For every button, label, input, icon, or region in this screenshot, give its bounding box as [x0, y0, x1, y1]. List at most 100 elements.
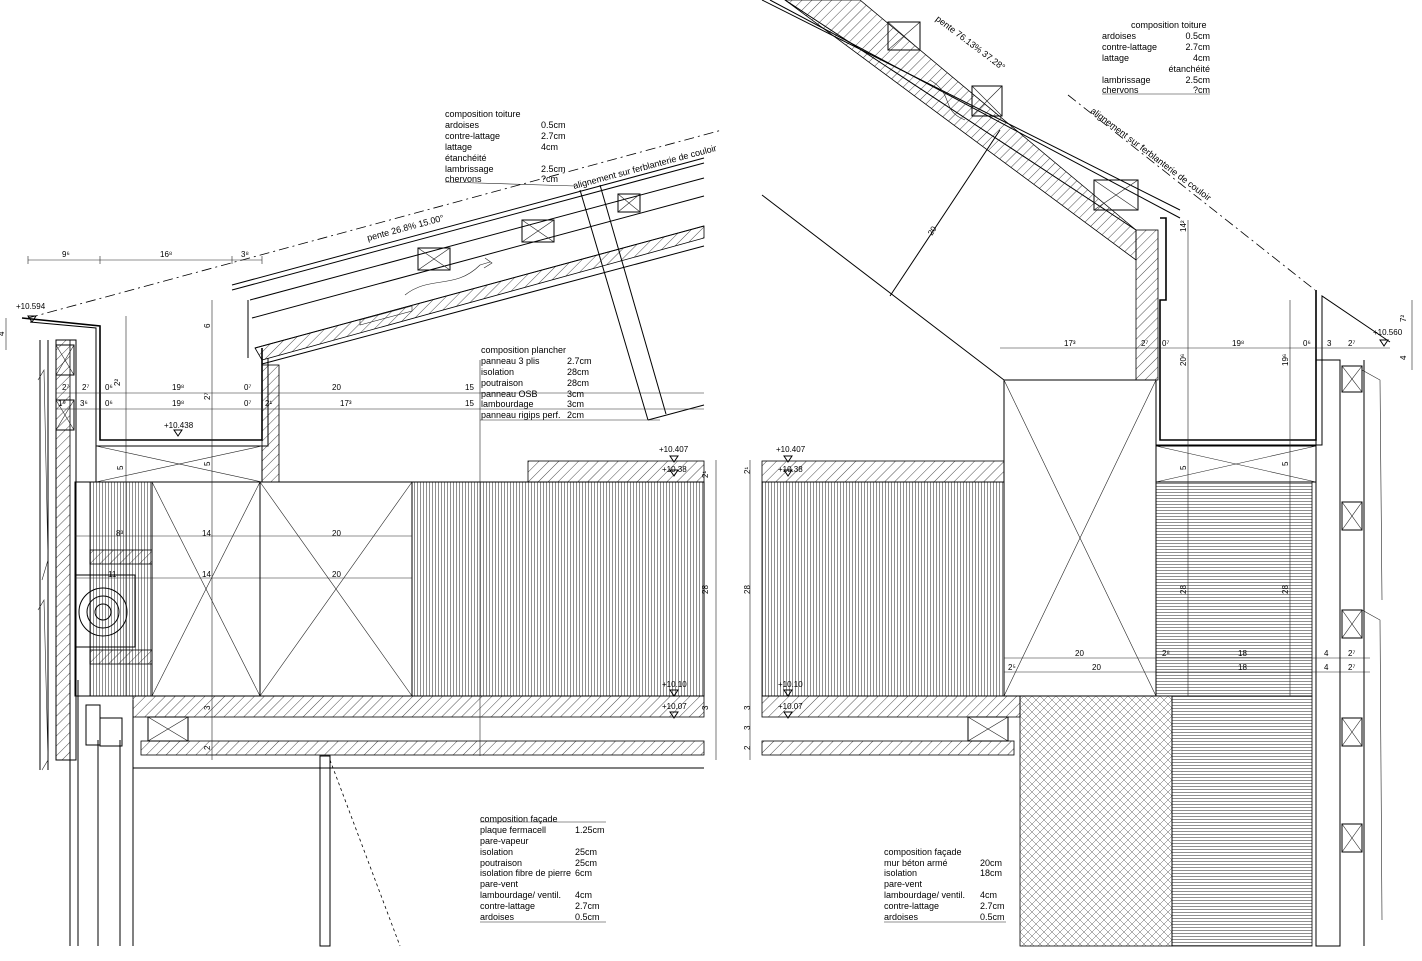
facade-left-label-5: pare-vent — [480, 879, 519, 889]
roof-right-label-4: lambrissage — [1102, 75, 1151, 85]
floor-value-3: 3cm — [567, 389, 584, 399]
floor-value-5: 2cm — [567, 410, 584, 420]
floor-label-2: poutraison — [481, 378, 523, 388]
roof-left-title: composition toiture — [445, 109, 521, 119]
level-label: +10.07 — [662, 702, 687, 711]
left-detail — [5, 129, 723, 947]
dim-label: 20 — [332, 383, 341, 392]
dim-label: 2⁷ — [1348, 649, 1355, 658]
floor-label-5: panneau rigips perf. — [481, 410, 561, 420]
floor-label-0: panneau 3 plis — [481, 356, 540, 366]
roof-right-value-3: étanchéité — [1168, 64, 1210, 74]
facade-left-value-8: 0.5cm — [575, 912, 600, 922]
floor-label-1: isolation — [481, 367, 514, 377]
dim-label: 17³ — [1064, 339, 1076, 348]
dim-label: 19⁶ — [1281, 354, 1290, 366]
facade-left-label-6: lambourdage/ ventil. — [480, 890, 561, 900]
roof-right-value-1: 2.7cm — [1185, 42, 1210, 52]
floor-value-0: 2.7cm — [567, 356, 592, 366]
roof-right-value-5: ?cm — [1193, 85, 1210, 95]
dim-label: 2² — [113, 379, 122, 386]
dim-label: 4 — [1324, 663, 1329, 672]
facade-composition-right: composition façade mur béton armé 20cm i… — [884, 847, 1005, 922]
level-label: +10.10 — [778, 680, 803, 689]
dim-label: 14 — [202, 570, 211, 579]
facade-left-value-3: 25cm — [575, 858, 597, 868]
dim-label: 19⁸ — [172, 399, 184, 408]
dim-label: 0⁶ — [105, 383, 113, 392]
dim-label: 16⁸ — [160, 250, 172, 259]
dim-label: 0⁶ — [105, 399, 113, 408]
facade-composition-left: composition façade plaque fermacell 1.25… — [480, 814, 605, 922]
facade-right-value-1: 18cm — [980, 868, 1002, 878]
dim-label: 20 — [332, 570, 341, 579]
dim-label: 11 — [108, 570, 117, 579]
roof-left-label-1: contre-lattage — [445, 131, 500, 141]
dim-label: 4 — [1399, 355, 1408, 360]
dim-label: 3⁸ — [241, 250, 249, 259]
facade-right-label-3: lambourdage/ ventil. — [884, 890, 965, 900]
dim-label: 2⁵ — [1008, 663, 1016, 672]
floor-title: composition plancher — [481, 345, 566, 355]
dim-label: 6 — [203, 323, 212, 328]
facade-right-title: composition façade — [884, 847, 962, 857]
level-label: +10.10 — [662, 680, 687, 689]
dim-label: 4 — [1324, 649, 1329, 658]
dimension-labels: 9⁶ 16⁸ 3⁸ 4 6 2⁷ 2⁷ 0⁶ 19⁸ 0⁷ 20 15 1⁹ 3… — [0, 220, 1408, 750]
roof-right-value-2: 4cm — [1193, 53, 1210, 63]
level-label: +10.438 — [164, 421, 194, 430]
roof-left-value-2: 4cm — [541, 142, 558, 152]
dim-label: 20 — [1092, 663, 1101, 672]
dim-label: 3 — [743, 725, 752, 730]
dim-label: 9⁶ — [62, 250, 70, 259]
right-detail — [749, 0, 1413, 947]
dim-label: 2¹ — [743, 467, 752, 474]
level-label: +10.407 — [659, 445, 689, 454]
roof-right-label-5: chervons — [1102, 85, 1139, 95]
facade-left-label-7: contre-lattage — [480, 901, 535, 911]
roof-right-value-0: 0.5cm — [1185, 31, 1210, 41]
roof-right-value-4: 2.5cm — [1185, 75, 1210, 85]
floor-value-4: 3cm — [567, 399, 584, 409]
facade-left-value-4: 6cm — [575, 868, 592, 878]
floor-value-2: 28cm — [567, 378, 589, 388]
facade-left-label-3: poutraison — [480, 858, 522, 868]
roof-left-value-5: ?cm — [541, 174, 558, 184]
facade-left-label-4: isolation fibre de pierre — [480, 868, 571, 878]
dim-label: 28 — [1179, 585, 1188, 594]
dim-label: 14² — [1179, 220, 1188, 232]
floor-label-3: panneau OSB — [481, 389, 538, 399]
roof-left-value-4: 2.5cm — [541, 164, 566, 174]
level-label: +10.560 — [1373, 328, 1403, 337]
dim-label: 2⁷ — [1348, 663, 1355, 672]
dim-label: 5 — [116, 465, 125, 470]
facade-right-label-4: contre-lattage — [884, 901, 939, 911]
roof-left-value-0: 0.5cm — [541, 120, 566, 130]
roof-left-label-4: lambrissage — [445, 164, 494, 174]
roof-left-label-5: chervons — [445, 174, 482, 184]
facade-right-value-3: 4cm — [980, 890, 997, 900]
roof-composition-left: composition toiture ardoises 0.5cm contr… — [366, 109, 718, 243]
dim-label: 3 — [701, 705, 710, 710]
roof-left-label-2: lattage — [445, 142, 472, 152]
dim-label: 28 — [743, 585, 752, 594]
floor-label-4: lambourdage — [481, 399, 534, 409]
dim-label: 7² — [1399, 315, 1408, 322]
dim-label: 2⁷ — [1141, 339, 1148, 348]
floor-composition: composition plancher panneau 3 plis 2.7c… — [481, 345, 592, 420]
level-label: +10.07 — [778, 702, 803, 711]
facade-left-value-2: 25cm — [575, 847, 597, 857]
dim-label: 2¹ — [701, 471, 710, 478]
facade-left-label-2: isolation — [480, 847, 513, 857]
level-label: +10.38 — [662, 465, 687, 474]
dim-label: 20⁶ — [1179, 354, 1188, 366]
dim-label: 0⁷ — [1162, 339, 1169, 348]
roof-left-label-3: étanchéité — [445, 153, 487, 163]
facade-right-value-5: 0.5cm — [980, 912, 1005, 922]
facade-right-value-4: 2.7cm — [980, 901, 1005, 911]
dim-label: 2⁷ — [82, 383, 89, 392]
dim-label: 17³ — [340, 399, 352, 408]
roof-right-slope: pente 76.13% 37.28° — [934, 14, 1008, 73]
dim-label: 28 — [1281, 585, 1290, 594]
